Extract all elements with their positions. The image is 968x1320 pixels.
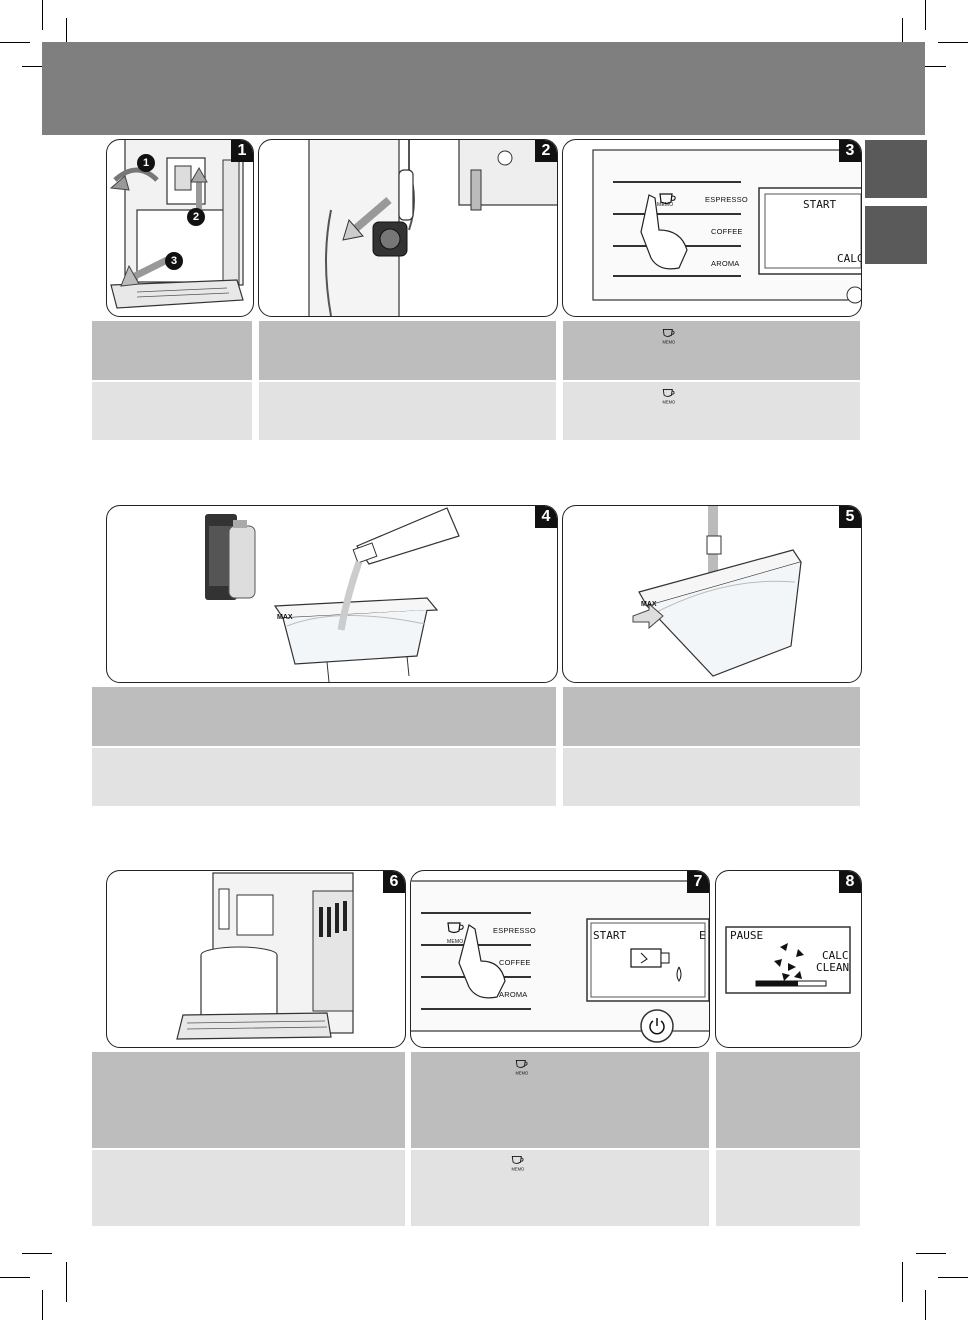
step-number: 6 — [383, 871, 405, 893]
step-5-illustration: MAX 5 — [562, 505, 862, 683]
memo-label: MEMO — [447, 939, 463, 945]
crop-mark — [916, 1253, 946, 1254]
svg-text:MEMO: MEMO — [515, 1070, 528, 1075]
espresso-button-label: ESPRESSO — [705, 195, 748, 204]
step-number: 8 — [839, 871, 861, 893]
step-number: 3 — [839, 140, 861, 162]
display-line-2: CALC — [837, 252, 861, 265]
crop-mark — [22, 66, 52, 67]
crop-mark — [925, 0, 926, 30]
crop-mark — [938, 42, 968, 43]
instruction-band — [411, 1052, 709, 1148]
espresso-button-label: ESPRESSO — [493, 926, 536, 935]
step-number: 5 — [839, 506, 861, 528]
crop-mark — [902, 1262, 903, 1302]
coffee-button-label: COFFEE — [711, 227, 743, 236]
display-line-1: START — [593, 929, 626, 942]
max-label: MAX — [641, 601, 657, 608]
step-3-illustration: MEMO ESPRESSO COFFEE AROMA START CALC 3 — [562, 139, 862, 317]
instruction-band — [92, 687, 556, 746]
crop-mark — [66, 18, 67, 58]
step-7-illustration: MEMO ESPRESSO COFFEE AROMA START E 7 — [410, 870, 710, 1048]
memo-cup-icon: MEMO — [515, 1060, 528, 1075]
display-line-2: CALC — [822, 949, 849, 962]
crop-mark — [925, 1290, 926, 1320]
memo-label: MEMO — [657, 202, 673, 208]
instruction-band — [563, 687, 860, 746]
crop-mark — [902, 18, 903, 58]
progress-bar-fill — [756, 981, 798, 986]
step-8-illustration: PAUSE CALC CLEAN 8 — [715, 870, 862, 1048]
instruction-band — [259, 321, 556, 380]
step-number: 4 — [535, 506, 557, 528]
max-label: MAX — [277, 614, 293, 621]
display-line-1: START — [803, 198, 836, 211]
aroma-button-label: AROMA — [499, 990, 528, 999]
aroma-button-label: AROMA — [711, 259, 740, 268]
instruction-band — [563, 382, 860, 440]
callout-2: 2 — [187, 208, 205, 226]
instruction-band — [92, 748, 556, 806]
side-tab-bottom — [865, 206, 927, 264]
crop-mark — [938, 1277, 968, 1278]
memo-cup-icon: MEMO — [662, 389, 675, 404]
instruction-band — [259, 382, 556, 440]
step-number: 2 — [535, 140, 557, 162]
memo-cup-icon — [447, 922, 464, 934]
instruction-band — [92, 1150, 405, 1226]
step-1-illustration: 1 2 3 1 — [106, 139, 254, 317]
display-line-3: CLEAN — [816, 961, 849, 974]
step-number: 1 — [231, 140, 253, 162]
step-4-illustration: MAX 4 — [106, 505, 558, 683]
svg-text:MEMO: MEMO — [662, 339, 675, 344]
step-number: 7 — [687, 871, 709, 893]
instruction-band — [92, 1052, 405, 1148]
instruction-band — [563, 321, 860, 380]
header-band — [42, 42, 925, 135]
svg-text:MEMO: MEMO — [511, 1166, 524, 1171]
crop-mark — [0, 42, 30, 43]
side-tab-top — [865, 140, 927, 198]
crop-mark — [66, 1262, 67, 1302]
crop-mark — [0, 1277, 30, 1278]
memo-cup-icon: MEMO — [662, 329, 675, 344]
crop-mark — [22, 1253, 52, 1254]
crop-mark — [916, 66, 946, 67]
display-line-2: E — [699, 929, 706, 942]
power-icon — [649, 1018, 665, 1035]
crop-mark — [42, 0, 43, 30]
instruction-band — [411, 1150, 709, 1226]
svg-text:MEMO: MEMO — [662, 399, 675, 404]
callout-3: 3 — [165, 252, 183, 270]
step-6-illustration: 6 — [106, 870, 406, 1048]
instruction-band — [563, 748, 860, 806]
callout-1: 1 — [137, 154, 155, 172]
display-line-1: PAUSE — [730, 929, 763, 942]
coffee-button-label: COFFEE — [499, 958, 531, 967]
crop-mark — [42, 1290, 43, 1320]
instruction-band — [716, 1052, 860, 1148]
instruction-band — [92, 321, 252, 380]
instruction-band — [92, 382, 252, 440]
instruction-band — [716, 1150, 860, 1226]
step-2-illustration: 2 — [258, 139, 558, 317]
memo-cup-icon — [659, 193, 676, 205]
memo-cup-icon: MEMO — [511, 1156, 524, 1171]
